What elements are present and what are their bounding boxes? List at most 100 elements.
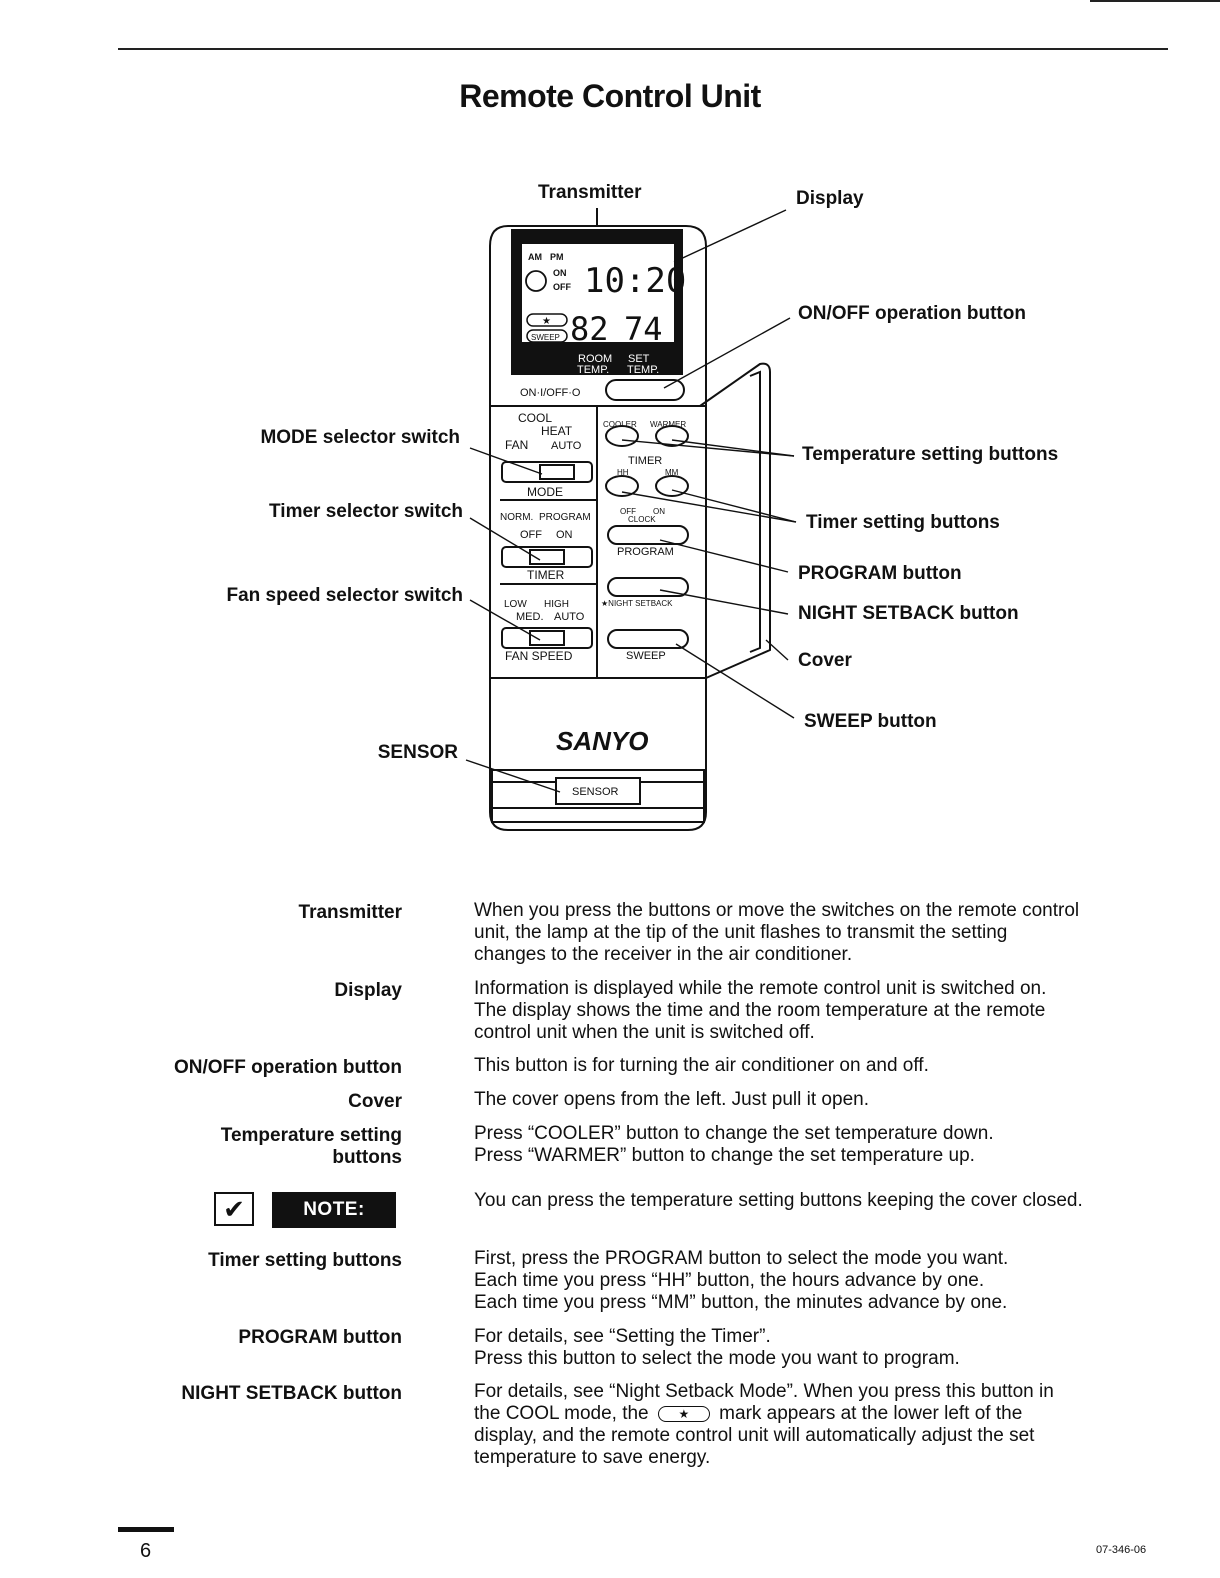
footer-bar (118, 1527, 174, 1532)
desc-night-setback: For details, see “Night Setback Mode”. W… (474, 1381, 1174, 1469)
check-icon: ✔ (214, 1192, 254, 1226)
desc-line: When you press the buttons or move the s… (474, 900, 1080, 921)
sweep-indicator-icon: SWEEP (531, 333, 560, 342)
desc-line: The cover opens from the left. Just pull… (474, 1089, 869, 1110)
callout-sweep: SWEEP button (804, 711, 937, 732)
desc-onoff: This button is for turning the air condi… (474, 1055, 1174, 1077)
callout-onoff: ON/OFF operation button (798, 303, 1026, 324)
callout-program: PROGRAM button (798, 563, 962, 584)
term-line: Temperature setting (220, 1125, 402, 1146)
remote-control-diagram: AM PM ON OFF 10:20 ★ SWEEP 82 74 ROOM TE… (465, 208, 797, 831)
callout-temp-buttons: Temperature setting buttons (802, 444, 1059, 465)
header-rule (118, 48, 1168, 50)
on-icon: ON (553, 268, 567, 278)
pm-icon: PM (550, 252, 564, 262)
desc-line: Press “COOLER” button to change the set … (474, 1123, 994, 1144)
desc-line: First, press the PROGRAM button to selec… (474, 1248, 1009, 1269)
hh-label: HH (617, 468, 629, 477)
desc-line: Each time you press “MM” button, the min… (474, 1292, 1008, 1313)
night-setback-label: ★NIGHT SETBACK (601, 599, 673, 608)
desc-line: For details, see “Setting the Timer”. (474, 1326, 771, 1347)
desc-line: Each time you press “HH” button, the hou… (474, 1270, 985, 1291)
callout-transmitter: Transmitter (538, 182, 642, 203)
term-transmitter: Transmitter (298, 902, 402, 923)
desc-line: display, and the remote control unit wil… (474, 1425, 1035, 1446)
callout-timer-buttons: Timer setting buttons (806, 512, 1000, 533)
desc-line: control unit when the unit is switched o… (474, 1022, 815, 1043)
mm-label: MM (665, 468, 679, 477)
desc-program: For details, see “Setting the Timer”. Pr… (474, 1326, 1174, 1370)
timer-on: ON (556, 529, 573, 541)
set-temp-label-2: TEMP. (627, 364, 659, 376)
room-temp-label-1: ROOM (578, 353, 612, 365)
term-timer-setting: Timer setting buttons (208, 1250, 402, 1271)
term-line: buttons (332, 1147, 402, 1168)
top-edge-rule (1090, 0, 1220, 2)
program-label: PROGRAM (617, 546, 674, 558)
term-program: PROGRAM button (238, 1327, 402, 1348)
cooler-label: COOLER (603, 420, 637, 429)
desc-line: temperature to save energy. (474, 1447, 711, 1468)
desc-line: For details, see “Night Setback Mode”. W… (474, 1381, 1054, 1402)
term-onoff: ON/OFF operation button (174, 1057, 402, 1078)
mode-fan: FAN (505, 438, 528, 452)
desc-transmitter: When you press the buttons or move the s… (474, 900, 1174, 966)
remote-body (489, 225, 707, 831)
callout-fan-switch: Fan speed selector switch (226, 585, 463, 606)
mode-auto: AUTO (551, 440, 582, 452)
callout-night-setback: NIGHT SETBACK button (798, 603, 1019, 624)
warmer-label: WARMER (650, 420, 686, 429)
desc-line: Information is displayed while the remot… (474, 978, 1047, 999)
desc-temp-setting: Press “COOLER” button to change the set … (474, 1123, 1174, 1167)
mode-label: MODE (527, 485, 563, 499)
term-night-setback: NIGHT SETBACK button (181, 1383, 402, 1404)
note-text: You can press the temperature setting bu… (474, 1190, 1174, 1212)
star-indicator-icon: ★ (542, 316, 551, 327)
room-temp-label-2: TEMP. (577, 364, 609, 376)
desc-fragment: the COOL mode, the (474, 1403, 649, 1424)
fan-auto: AUTO (554, 611, 585, 623)
timer-program: PROGRAM (539, 512, 591, 523)
term-cover: Cover (348, 1091, 402, 1112)
page-title: Remote Control Unit (459, 78, 761, 114)
fan-high: HIGH (544, 599, 569, 610)
timer-off: OFF (520, 529, 542, 541)
timer-section-label: TIMER (628, 455, 662, 467)
brand-logo: SANYO (556, 726, 648, 756)
clock-label: CLOCK (628, 515, 656, 524)
page-number: 6 (140, 1540, 152, 1562)
callout-mode-switch: MODE selector switch (260, 427, 460, 448)
desc-fragment: mark appears at the lower left of the (719, 1403, 1023, 1424)
set-temp-readout: 74 (624, 310, 663, 348)
desc-line: This button is for turning the air condi… (474, 1055, 929, 1076)
cover-shape (699, 362, 771, 679)
callout-sensor: SENSOR (377, 742, 458, 763)
clock-icon (525, 270, 547, 292)
desc-line: Press “WARMER” button to change the set … (474, 1145, 975, 1166)
timer-label: TIMER (527, 568, 565, 582)
am-icon: AM (528, 252, 542, 262)
clock-on-label: ON (653, 507, 665, 516)
timer-norm: NORM. (500, 512, 533, 523)
fan-low: LOW (504, 599, 527, 610)
sensor-label: SENSOR (572, 786, 619, 798)
desc-timer-setting: First, press the PROGRAM button to selec… (474, 1248, 1174, 1314)
desc-line: Press this button to select the mode you… (474, 1348, 960, 1369)
fan-med: MED. (516, 611, 544, 623)
document-code: 07-346-06 (1096, 1544, 1147, 1556)
desc-line: changes to the receiver in the air condi… (474, 944, 853, 965)
clock-off-label: OFF (620, 507, 636, 516)
desc-line-with-icon: the COOL mode, the ★ mark appears at the… (474, 1403, 1174, 1425)
desc-line: You can press the temperature setting bu… (474, 1190, 1083, 1211)
fan-speed-label: FAN SPEED (505, 649, 573, 663)
callout-cover: Cover (798, 650, 852, 671)
note-badge: NOTE: (272, 1192, 396, 1228)
onoff-button-shape (605, 379, 685, 401)
mode-heat: HEAT (541, 424, 573, 438)
room-temp-readout: 82 (570, 310, 609, 348)
sweep-label: SWEEP (626, 650, 666, 662)
mode-cool: COOL (518, 411, 552, 425)
term-display: Display (334, 980, 402, 1001)
desc-line: unit, the lamp at the tip of the unit fl… (474, 922, 1008, 943)
desc-cover: The cover opens from the left. Just pull… (474, 1089, 1174, 1111)
